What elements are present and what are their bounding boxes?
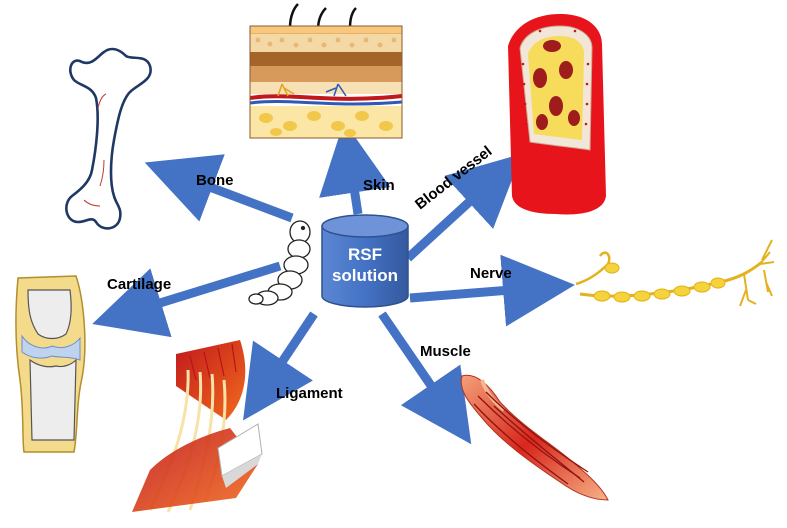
ligament-icon <box>132 340 263 513</box>
arrows <box>92 121 575 445</box>
arrow-bone <box>144 154 294 223</box>
cartilage-icon <box>15 275 86 453</box>
muscle-icon <box>460 374 609 501</box>
arrow-muscle <box>378 311 472 445</box>
silkworm-icon <box>248 220 311 306</box>
nerve-icon <box>575 239 775 307</box>
label-ligament: Ligament <box>276 385 343 402</box>
label-nerve: Nerve <box>470 265 512 282</box>
label-cartilage: Cartilage <box>107 276 171 293</box>
arrow-blood-vessel <box>404 153 522 262</box>
rsf-cylinder: RSF solution <box>321 214 409 308</box>
label-muscle: Muscle <box>420 343 471 360</box>
blood-vessel-icon <box>508 14 606 215</box>
arrow-skin <box>319 121 391 215</box>
label-skin: Skin <box>363 177 395 194</box>
label-bone: Bone <box>196 172 234 189</box>
labels: Bone Skin Blood vessel Cartilage Nerve M… <box>107 143 512 402</box>
arrow-nerve <box>409 254 575 327</box>
label-blood-vessel: Blood vessel <box>412 143 495 213</box>
arrow-cartilage <box>92 261 282 338</box>
center-label-line2: solution <box>332 266 398 285</box>
bone-icon <box>65 47 152 230</box>
center-label-line1: RSF <box>348 245 382 264</box>
skin-icon <box>249 3 403 139</box>
arrow-ligament <box>243 311 318 421</box>
